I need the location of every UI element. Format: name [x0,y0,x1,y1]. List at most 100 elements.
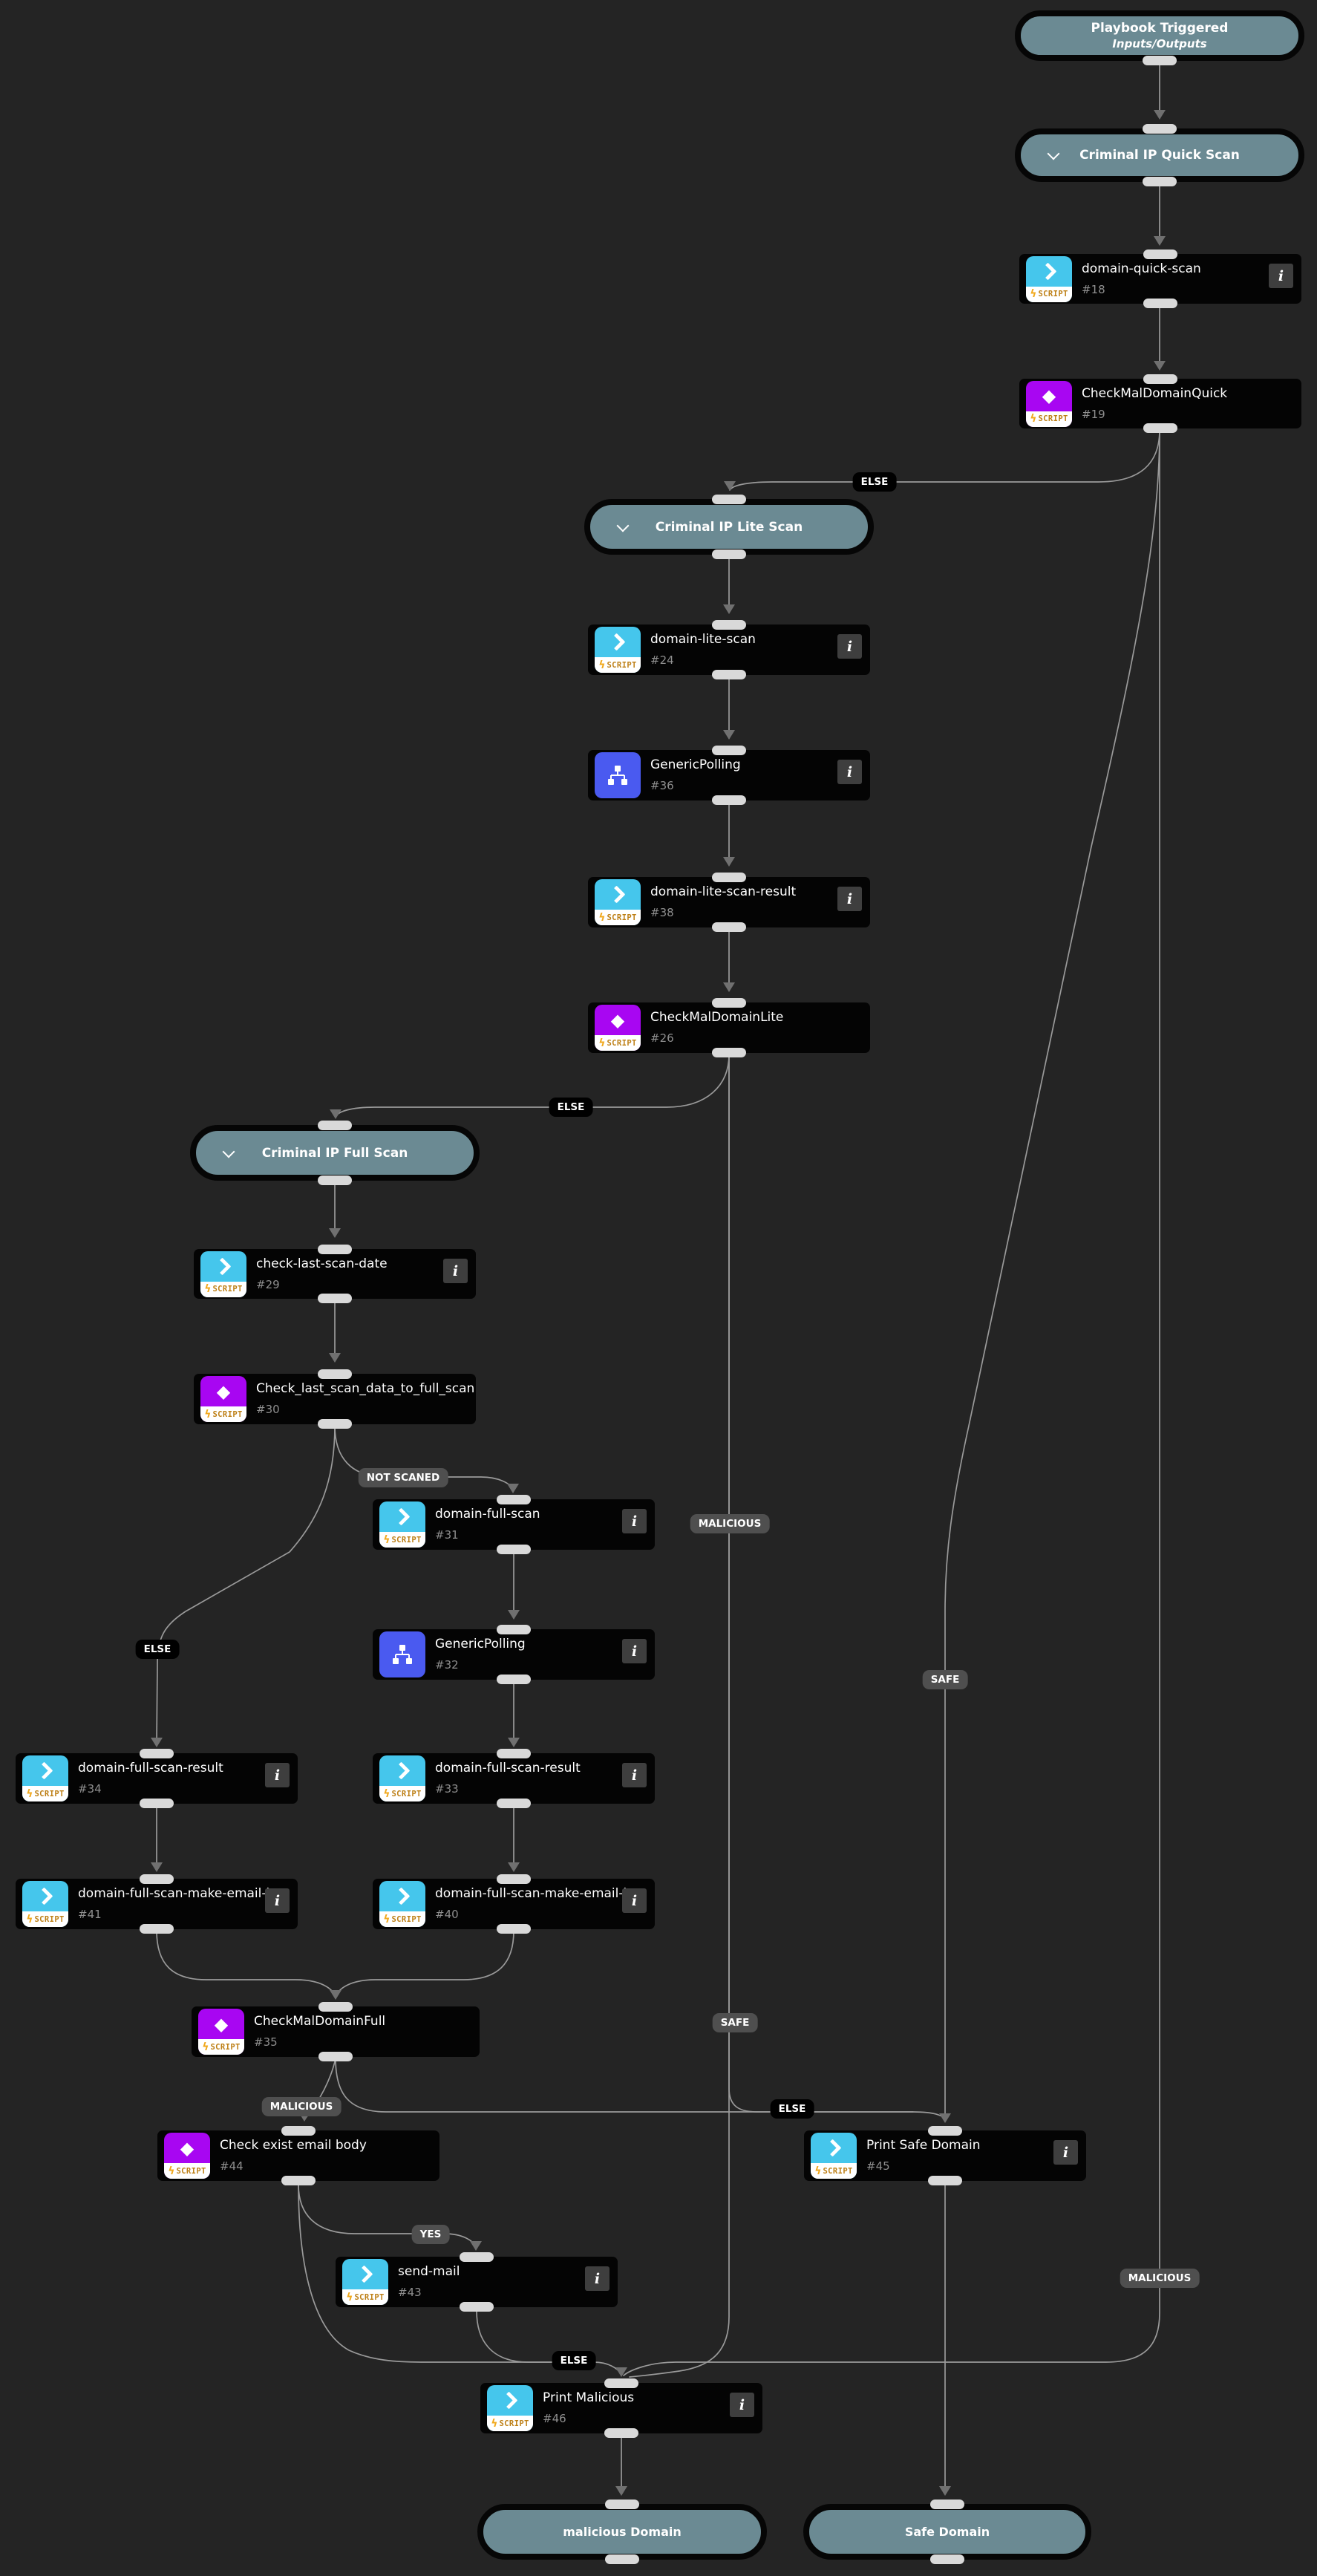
connector-bottom[interactable] [930,2554,964,2564]
section-node-section-full-scan[interactable]: Criminal IP Full Scan [190,1125,480,1181]
connector-top[interactable] [605,2500,639,2509]
connector-bottom[interactable] [1143,177,1177,186]
connector-bottom[interactable] [712,550,746,559]
connector-bottom[interactable] [712,922,746,932]
connector-bottom[interactable] [605,2554,639,2564]
connector-top[interactable] [460,2252,494,2262]
connector-top[interactable] [497,1874,531,1884]
connector-top[interactable] [497,1749,531,1758]
info-icon[interactable]: i [837,634,862,659]
connector-top[interactable] [1143,374,1177,384]
playbook-icon-glyph [379,1631,425,1677]
connector-top[interactable] [318,1369,352,1379]
connector-top[interactable] [140,1874,174,1884]
connector-bottom[interactable] [318,1419,352,1429]
connector-top[interactable] [712,873,746,882]
connector-top[interactable] [712,620,746,630]
connector-bottom[interactable] [318,1175,352,1185]
task-number: #18 [1082,283,1105,296]
connector-bottom[interactable] [604,2428,638,2438]
info-icon[interactable]: i [265,1888,290,1913]
info-icon[interactable]: i [837,887,862,911]
connector-bottom[interactable] [1143,56,1177,65]
info-icon[interactable]: i [622,1509,647,1533]
connector-bottom[interactable] [460,2302,494,2312]
connector-top[interactable] [1143,250,1177,259]
connector-bottom[interactable] [497,1675,531,1684]
chevron-down-icon[interactable] [1047,147,1060,160]
connector-top[interactable] [928,2126,962,2136]
lightning-icon: ϟ [598,1037,606,1049]
connector-top[interactable] [712,998,746,1008]
info-icon[interactable]: i [265,1763,290,1787]
connector-bottom[interactable] [497,1799,531,1808]
connector-top[interactable] [140,1749,174,1758]
connector-top[interactable] [1143,124,1177,134]
info-icon[interactable]: i [622,1888,647,1913]
connector-bottom[interactable] [318,2052,353,2061]
terminal-node-terminal-safe-domain[interactable]: Safe Domain [803,2504,1091,2560]
connector-top[interactable] [497,1495,531,1504]
info-icon[interactable]: i [730,2393,754,2417]
connector-top[interactable] [712,746,746,755]
arrowhead [508,1738,520,1747]
connector-top[interactable] [318,1121,352,1130]
connector-bottom[interactable] [712,670,746,679]
info-icon[interactable]: i [443,1259,468,1283]
info-icon[interactable]: i [1053,2140,1078,2165]
connector-bottom[interactable] [140,1924,174,1934]
connector-top[interactable] [712,495,746,504]
task-title: Check exist email body [220,2138,367,2153]
connector-bottom[interactable] [1143,299,1177,308]
connector-top[interactable] [930,2500,964,2509]
info-icon[interactable]: i [1269,264,1293,288]
connector-bottom[interactable] [497,1545,531,1554]
connector-bottom[interactable] [712,795,746,805]
connector-top[interactable] [318,2002,353,2012]
section-node-section-quick-scan[interactable]: Criminal IP Quick Scan [1015,128,1304,182]
task-title: domain-quick-scan [1082,261,1201,276]
connector-top[interactable] [497,1625,531,1634]
info-icon[interactable]: i [622,1639,647,1663]
info-icon[interactable]: i [837,760,862,784]
connector-bottom[interactable] [140,1799,174,1808]
info-icon[interactable]: i [622,1763,647,1787]
connector-top[interactable] [604,2378,638,2388]
info-icon[interactable]: i [585,2266,610,2291]
connector-top[interactable] [318,1245,352,1254]
connector-bottom[interactable] [1143,423,1177,433]
connector-bottom[interactable] [712,1048,746,1057]
connector-bottom[interactable] [281,2176,316,2185]
chevron-down-icon[interactable] [222,1145,235,1158]
connector-bottom[interactable] [318,1294,352,1303]
connector-bottom[interactable] [497,1924,531,1934]
section-node-section-lite-scan[interactable]: Criminal IP Lite Scan [584,499,874,555]
connector-bottom[interactable] [928,2176,962,2185]
chevron-down-icon[interactable] [616,519,630,532]
connector-top[interactable] [281,2126,316,2136]
terminal-node-terminal-malicious-domain[interactable]: malicious Domain [477,2504,767,2560]
script-icon-glyph [379,1881,425,1911]
